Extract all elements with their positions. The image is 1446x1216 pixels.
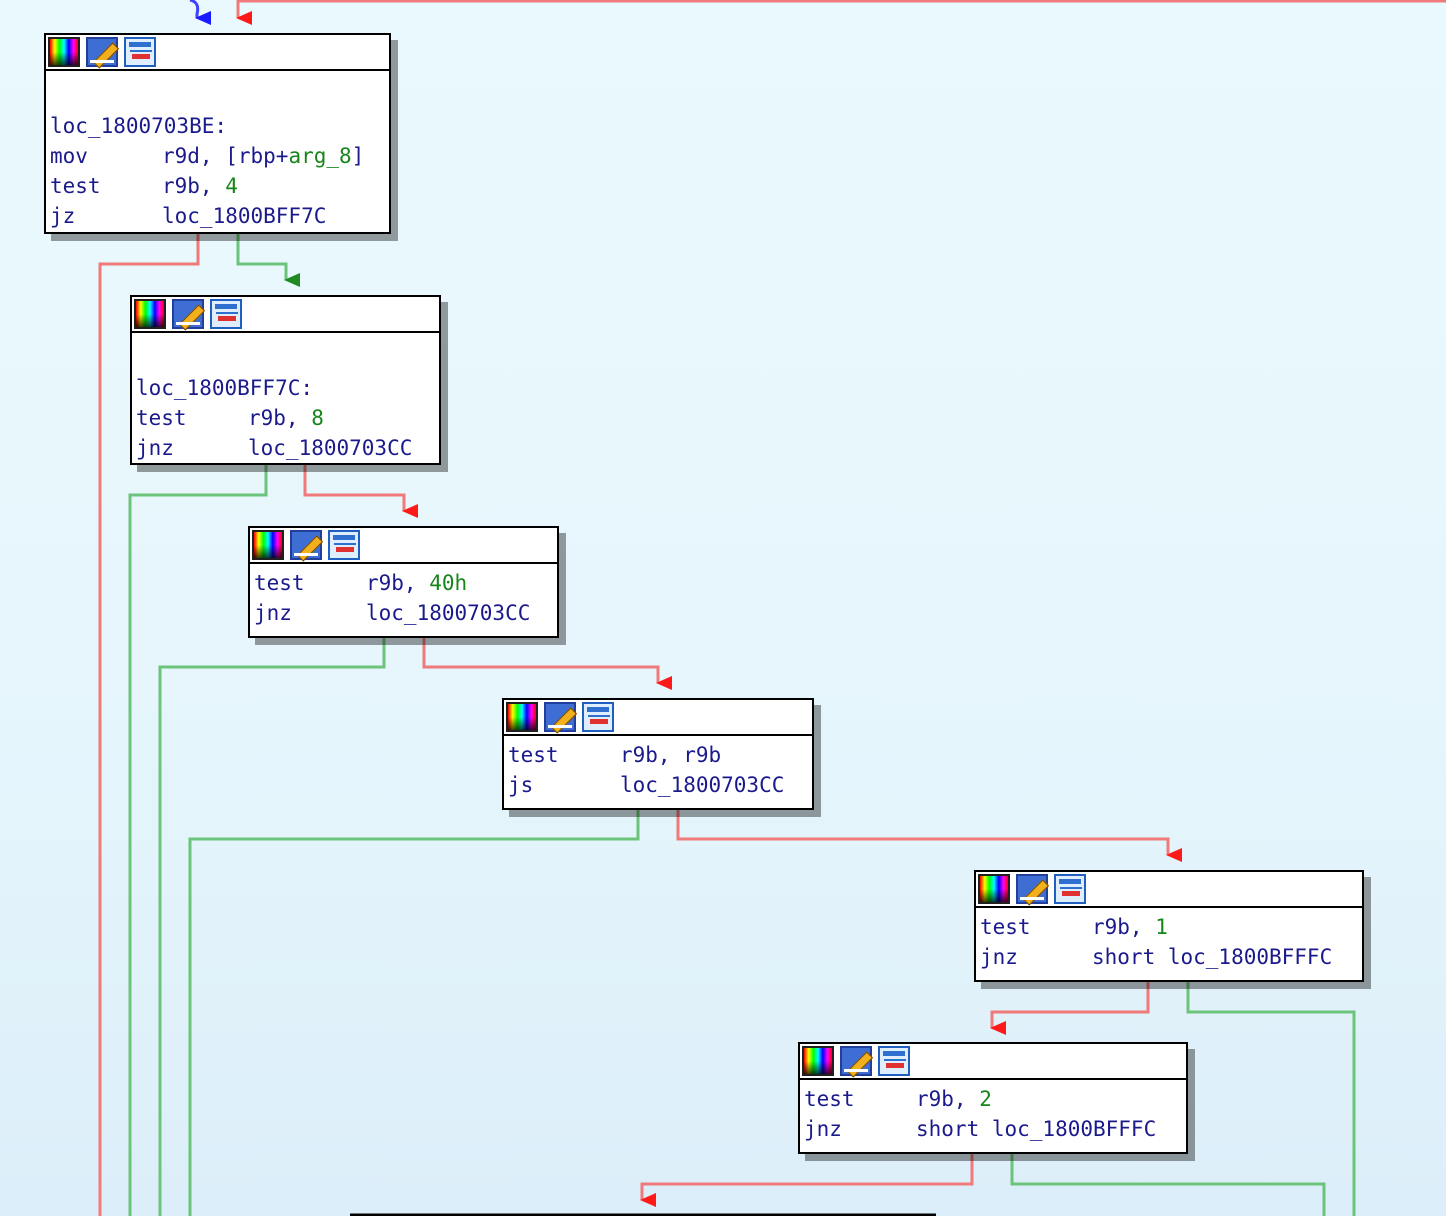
- edge-b4-to-b5: [676, 809, 1182, 862]
- block-header: [250, 528, 557, 564]
- edit-pencil-icon[interactable]: [1016, 874, 1048, 904]
- operand-number: 1: [1155, 915, 1168, 939]
- block-body: test r9b, 40h jnz loc_1800703CC: [250, 564, 557, 630]
- code-block-b1[interactable]: loc_1800703BE: mov r9d, [rbp+arg_8] test r…: [44, 33, 391, 234]
- operand: r9b,: [162, 174, 226, 198]
- mnemonic: test: [508, 743, 559, 767]
- operand-number: 4: [225, 174, 238, 198]
- instruction-line[interactable]: test r9b, 8: [136, 403, 435, 433]
- edit-pencil-icon[interactable]: [544, 702, 576, 732]
- operand-suffix: ]: [351, 144, 365, 168]
- block-body: loc_1800BFF7C: test r9b, 8 jnz loc_1800703…: [132, 333, 439, 465]
- operand-number: 40h: [429, 571, 468, 595]
- mnemonic: jnz: [254, 601, 292, 625]
- mnemonic: test: [50, 174, 101, 198]
- block-label[interactable]: loc_1800BFF7C:: [136, 376, 314, 400]
- operand: r9b,: [248, 406, 312, 430]
- instruction-line[interactable]: jnz short loc_1800BFFFC: [804, 1114, 1182, 1144]
- operand-number: 2: [979, 1087, 992, 1111]
- color-palette-icon[interactable]: [506, 702, 538, 732]
- block-body: loc_1800703BE: mov r9d, [rbp+arg_8] test r…: [46, 71, 389, 233]
- jump-target[interactable]: short loc_1800BFFFC: [916, 1117, 1157, 1141]
- edge-b2-left: [128, 464, 268, 1216]
- operand: r9b,: [366, 571, 430, 595]
- color-palette-icon[interactable]: [48, 37, 80, 67]
- instruction-line[interactable]: jz loc_1800BFF7C: [50, 201, 385, 231]
- instruction-line[interactable]: js loc_1800703CC: [508, 770, 808, 800]
- block-body: test r9b, r9b js loc_1800703CC: [504, 736, 812, 802]
- instruction-line[interactable]: jnz short loc_1800BFFFC: [980, 942, 1358, 972]
- instruction-line[interactable]: test r9b, 4: [50, 171, 385, 201]
- mnemonic: jz: [50, 204, 76, 228]
- mnemonic: test: [254, 571, 305, 595]
- graph-view-icon[interactable]: [210, 299, 242, 329]
- edge-in-blue: [189, 0, 211, 25]
- graph-view-icon[interactable]: [878, 1046, 910, 1076]
- edge-b6-right: [1010, 1153, 1326, 1216]
- color-palette-icon[interactable]: [802, 1046, 834, 1076]
- edge-b2-to-b3: [303, 464, 418, 518]
- edge-b5-to-b6: [990, 981, 1150, 1035]
- operand: r9d, [rbp+: [162, 144, 289, 168]
- edit-pencil-icon[interactable]: [172, 299, 204, 329]
- graph-view-icon[interactable]: [124, 37, 156, 67]
- mnemonic: js: [508, 773, 534, 797]
- graph-view-icon[interactable]: [582, 702, 614, 732]
- instruction-line[interactable]: jnz loc_1800703CC: [254, 598, 553, 628]
- code-block-b3[interactable]: test r9b, 40h jnz loc_1800703CC: [248, 526, 559, 638]
- block-header: [46, 35, 389, 71]
- code-block-b4[interactable]: test r9b, r9b js loc_1800703CC: [502, 698, 814, 810]
- instruction-line[interactable]: test r9b, r9b: [508, 740, 808, 770]
- operand: r9b,: [1092, 915, 1156, 939]
- edge-b1-to-b2: [236, 234, 300, 287]
- block-body: test r9b, 2 jnz short loc_1800BFFFC: [800, 1080, 1186, 1146]
- operand-number: 8: [311, 406, 324, 430]
- block-header: [132, 297, 439, 333]
- edge-b3-to-b4: [422, 637, 672, 690]
- code-block-b5[interactable]: test r9b, 1 jnz short loc_1800BFFFC: [974, 870, 1364, 982]
- operand: r9b,: [916, 1087, 980, 1111]
- mnemonic: test: [804, 1087, 855, 1111]
- jump-target[interactable]: loc_1800703CC: [248, 436, 413, 460]
- instruction-line[interactable]: test r9b, 1: [980, 912, 1358, 942]
- instruction-line[interactable]: test r9b, 2: [804, 1084, 1182, 1114]
- edit-pencil-icon[interactable]: [290, 530, 322, 560]
- edge-b1-left: [98, 234, 200, 1216]
- instruction-line[interactable]: jnz loc_1800703CC: [136, 433, 435, 463]
- mnemonic: test: [980, 915, 1031, 939]
- code-block-b2[interactable]: loc_1800BFF7C: test r9b, 8 jnz loc_1800703…: [130, 295, 441, 465]
- color-palette-icon[interactable]: [978, 874, 1010, 904]
- color-palette-icon[interactable]: [134, 299, 166, 329]
- graph-view-icon[interactable]: [328, 530, 360, 560]
- color-palette-icon[interactable]: [252, 530, 284, 560]
- mnemonic: test: [136, 406, 187, 430]
- jump-target[interactable]: loc_1800BFF7C: [162, 204, 327, 228]
- mnemonic: jnz: [136, 436, 174, 460]
- instruction-line[interactable]: test r9b, 40h: [254, 568, 553, 598]
- block-header: [976, 872, 1362, 908]
- block-body: test r9b, 1 jnz short loc_1800BFFFC: [976, 908, 1362, 974]
- edge-b6-down: [640, 1153, 974, 1207]
- block-header: [800, 1044, 1186, 1080]
- block-label[interactable]: loc_1800703BE:: [50, 114, 228, 138]
- mnemonic: jnz: [804, 1117, 842, 1141]
- jump-target[interactable]: loc_1800703CC: [620, 773, 785, 797]
- edge-b5-right: [1186, 981, 1356, 1216]
- operand-var[interactable]: arg_8: [288, 144, 352, 168]
- graph-view-icon[interactable]: [1054, 874, 1086, 904]
- edge-in-red: [236, 0, 1446, 25]
- block-header: [504, 700, 812, 736]
- instruction-line[interactable]: mov r9d, [rbp+arg_8]: [50, 141, 385, 171]
- edge-b4-left: [188, 809, 640, 1216]
- edit-pencil-icon[interactable]: [840, 1046, 872, 1076]
- operand: r9b, r9b: [620, 743, 722, 767]
- code-block-b6[interactable]: test r9b, 2 jnz short loc_1800BFFFC: [798, 1042, 1188, 1154]
- mnemonic: mov: [50, 144, 88, 168]
- jump-target[interactable]: loc_1800703CC: [366, 601, 531, 625]
- jump-target[interactable]: short loc_1800BFFFC: [1092, 945, 1333, 969]
- edit-pencil-icon[interactable]: [86, 37, 118, 67]
- edge-b3-left: [158, 637, 386, 1216]
- mnemonic: jnz: [980, 945, 1018, 969]
